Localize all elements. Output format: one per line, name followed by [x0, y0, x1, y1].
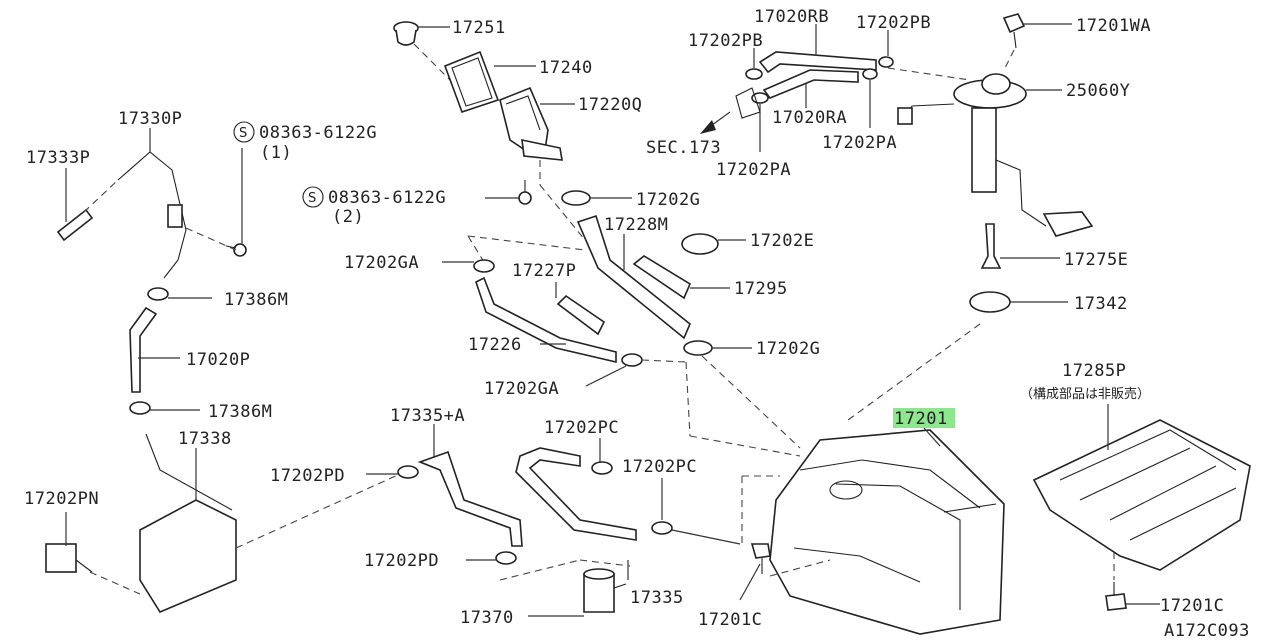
clamp-17386M-b: [129, 401, 151, 415]
clamp-17202PD-a: [397, 465, 419, 479]
label-17251: 17251: [452, 18, 506, 38]
svg-text:S: S: [308, 191, 316, 206]
hose-17335: [515, 447, 637, 541]
label-17202GA-b: 17202GA: [484, 379, 559, 399]
label-17202PD-a: 17202PD: [270, 466, 345, 486]
label-17330P: 17330P: [118, 109, 182, 129]
grommet-17240: [443, 50, 500, 114]
label-17202PB-b: 17202PB: [856, 13, 931, 33]
label-17020RB: 17020RB: [754, 7, 829, 27]
diagram-code: A172C093: [1164, 621, 1250, 640]
label-08363-a-qty: (1): [260, 143, 292, 163]
clamp-17202E: [681, 233, 719, 255]
label-17202PA-b: 17202PA: [822, 133, 897, 153]
s-mark-b: [302, 186, 324, 208]
label-17220Q: 17220Q: [578, 95, 642, 115]
label-17335: 17335: [630, 588, 684, 608]
clip-17202PB-a: [745, 68, 763, 80]
canister-17338: [139, 433, 237, 614]
label-17202PN: 17202PN: [24, 489, 99, 509]
protector-17285P: [1032, 419, 1251, 571]
label-17386M-a: 17386M: [224, 290, 288, 310]
label-17202PA-a: 17202PA: [716, 160, 791, 180]
clip-17202PA-b: [862, 68, 878, 80]
label-17020P: 17020P: [186, 350, 250, 370]
label-17201: 17201: [894, 409, 948, 429]
hose-17335A: [417, 450, 523, 547]
label-17295: 17295: [734, 279, 788, 299]
clamp-17386M-a: [147, 287, 169, 301]
hose-17226: [475, 276, 617, 364]
clamp-17202PC-a: [591, 461, 613, 475]
label-17335A: 17335+A: [390, 406, 465, 426]
vent-hose-17330P: [117, 151, 187, 279]
label-08363-b: 08363-6122G: [328, 188, 446, 208]
label-17202PC-a: 17202PC: [544, 418, 619, 438]
label-17202G-a: 17202G: [636, 190, 700, 210]
pipe-17275E: [980, 223, 1002, 269]
clip-17202GA-a: [473, 259, 495, 273]
label-17201C-a: 17201C: [698, 610, 762, 630]
gasket-17342: [969, 291, 1011, 313]
tube-17228M: [576, 214, 691, 340]
label-17020RA: 17020RA: [772, 108, 847, 128]
label-17227P: 17227P: [512, 261, 576, 281]
fuel-pump-25060Y: [897, 73, 1094, 237]
bolt-17201WA: [1002, 13, 1026, 49]
s-mark-a: [233, 121, 255, 143]
hose-17295: [632, 255, 692, 300]
connector-17202PN: [45, 543, 93, 573]
check-valve-17333P: [56, 208, 94, 242]
label-25060Y: 25060Y: [1066, 81, 1130, 101]
clamp-17202PD-b: [495, 551, 517, 565]
tube-17020RB: [758, 51, 877, 74]
label-sec173: SEC.173: [646, 138, 721, 158]
filler-cap-17251: [393, 21, 419, 46]
label-17285P: 17285P: [1062, 361, 1126, 381]
label-17386M-b: 17386M: [208, 402, 272, 422]
arrow-sec173: [700, 111, 731, 134]
label-17285P-note: （構成部品は非販売）: [1020, 386, 1150, 402]
label-08363-b-qty: (2): [332, 207, 364, 227]
label-17226: 17226: [468, 335, 522, 355]
label-08363-a: 08363-6122G: [259, 123, 377, 143]
label-17333P: 17333P: [26, 148, 90, 168]
label-17202G-b: 17202G: [756, 339, 820, 359]
screw-08363-b: [518, 180, 532, 205]
label-17275E: 17275E: [1064, 250, 1128, 270]
label-17201WA: 17201WA: [1076, 16, 1151, 36]
label-17202PB-a: 17202PB: [688, 31, 763, 51]
label-17338: 17338: [178, 429, 232, 449]
screw-08363-a: [225, 243, 247, 257]
label-17342: 17342: [1074, 294, 1128, 314]
label-17240: 17240: [539, 58, 593, 78]
hose-17227P: [556, 294, 606, 336]
filler-neck-17220Q: [499, 86, 563, 161]
label-17370: 17370: [460, 608, 514, 628]
label-17201C-b: 17201C: [1160, 596, 1224, 616]
label-17202E: 17202E: [750, 231, 814, 251]
clip-17202GA-b: [621, 353, 643, 367]
label-17202PC-b: 17202PC: [622, 457, 697, 477]
clip-17202PB-b: [878, 56, 894, 68]
bolt-17201C-a: [750, 543, 771, 574]
bolt-17201C-b: [1105, 582, 1127, 611]
clamp-17202G-b: [683, 340, 713, 356]
valve-17370: [583, 568, 627, 613]
svg-text:S: S: [239, 126, 247, 141]
label-17202GA-a: 17202GA: [344, 253, 419, 273]
tube-17020RA: [762, 69, 859, 99]
label-17202PD-b: 17202PD: [364, 551, 439, 571]
fuel-tank-17201: [769, 429, 1005, 635]
highlight-17201: [893, 408, 955, 428]
hose-17020P: [129, 306, 158, 393]
bracket-sec173: [735, 87, 761, 119]
clamp-17202PC-b: [651, 521, 673, 535]
label-17228M: 17228M: [604, 215, 668, 235]
clamp-17202G-a: [561, 190, 591, 206]
